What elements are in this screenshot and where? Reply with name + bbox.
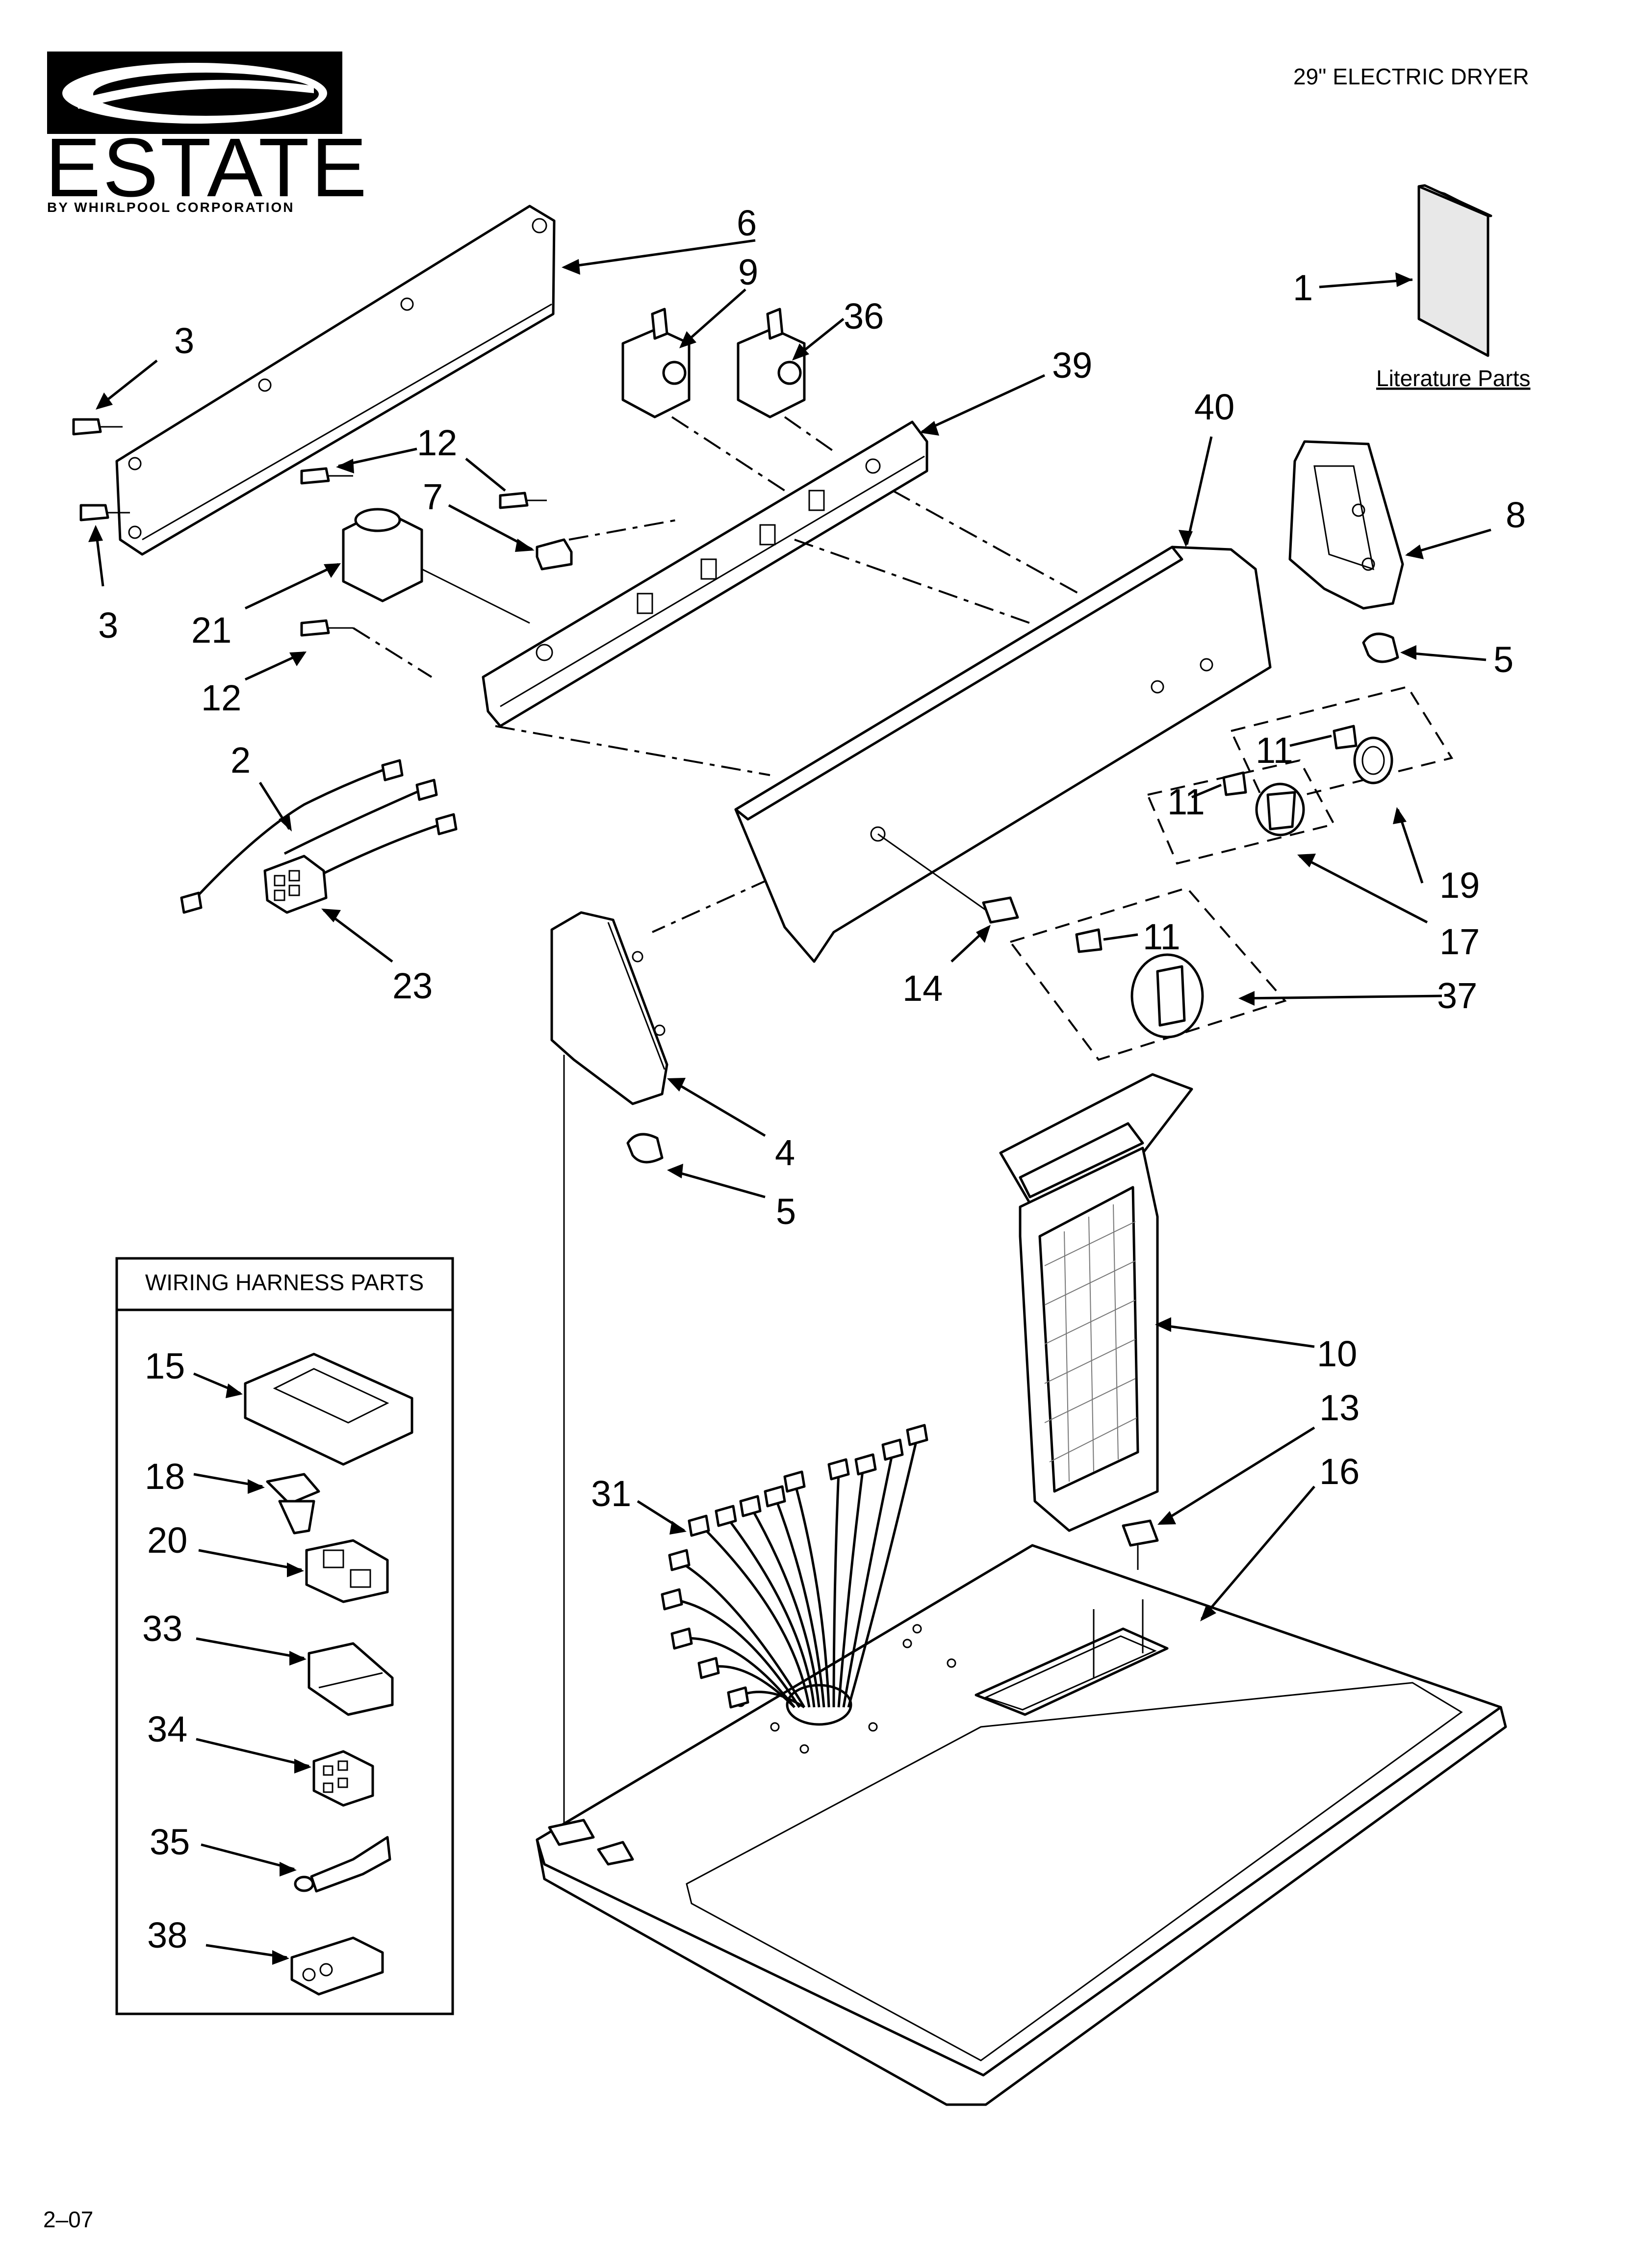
- callout-3-top: 3: [174, 320, 194, 361]
- callout-35: 35: [150, 1822, 190, 1862]
- knob-group-37: [1008, 886, 1287, 1061]
- model-title: 29" ELECTRIC DRYER: [1293, 64, 1529, 89]
- part-20-connector: [305, 1539, 389, 1603]
- callout-9: 9: [738, 252, 758, 292]
- arrowhead: [1395, 272, 1412, 287]
- callout-11-bottom: 11: [1143, 916, 1180, 957]
- callout-5-upper: 5: [1493, 639, 1514, 680]
- callout-17: 17: [1439, 921, 1480, 962]
- callout-19: 19: [1439, 865, 1480, 906]
- side-panel-4: [550, 911, 668, 1845]
- callout-6: 6: [737, 203, 757, 243]
- callout-12-top: 12: [417, 422, 457, 463]
- callout-15: 15: [145, 1346, 185, 1386]
- callout-33: 33: [142, 1608, 182, 1649]
- console-40: [734, 546, 1272, 963]
- callout-2: 2: [231, 740, 251, 781]
- callout-8: 8: [1506, 495, 1526, 535]
- callout-12-bottom: 12: [201, 678, 241, 718]
- lint-mesh: [1044, 1204, 1137, 1482]
- lint-screen-10: [999, 1073, 1193, 1532]
- timer-21: [342, 508, 530, 624]
- callout-7: 7: [423, 476, 443, 517]
- end-cap-8: [1288, 440, 1404, 610]
- callout-5-lower: 5: [776, 1191, 796, 1232]
- knob-group-19: [1230, 685, 1454, 806]
- screw-3-lower: [79, 504, 130, 521]
- callout-34: 34: [147, 1709, 187, 1749]
- callout-11-mid: 11: [1167, 782, 1205, 822]
- control-bracket-39: [482, 420, 928, 728]
- part-33-connector: [308, 1642, 394, 1716]
- literature-booklet: [1417, 184, 1492, 357]
- callout-16: 16: [1319, 1451, 1360, 1492]
- screw-12-c: [300, 619, 353, 637]
- clip-5-upper: [1362, 632, 1399, 663]
- switch-36: [737, 308, 806, 418]
- part-38-connector: [290, 1936, 384, 1996]
- leader-6: [564, 239, 756, 269]
- clip-7: [536, 538, 573, 571]
- callout-14: 14: [902, 968, 943, 1009]
- knob-group-17: [1146, 759, 1335, 865]
- callout-11-top: 11: [1256, 730, 1293, 771]
- switch-9: [621, 308, 691, 418]
- callout-10: 10: [1317, 1333, 1357, 1374]
- callout-36: 36: [844, 296, 884, 337]
- connector-23: [263, 855, 328, 914]
- callout-13: 13: [1319, 1387, 1360, 1428]
- clip-5-lower: [626, 1133, 664, 1164]
- brand-subtitle: BY WHIRLPOOL CORPORATION: [47, 200, 294, 215]
- callout-40: 40: [1194, 387, 1234, 427]
- callout-37: 37: [1437, 975, 1477, 1016]
- rear-panel: [115, 205, 556, 556]
- callout-4: 4: [775, 1132, 795, 1173]
- screw-14: [877, 833, 1019, 924]
- screw-12-a: [300, 467, 353, 485]
- part-35-terminal: [294, 1836, 391, 1893]
- callout-38: 38: [147, 1915, 187, 1955]
- screw-13: [1122, 1519, 1159, 1570]
- harness-2: [180, 759, 458, 914]
- callout-23: 23: [392, 965, 433, 1006]
- callout-31: 31: [591, 1473, 631, 1514]
- callout-3-bottom: 3: [98, 605, 118, 646]
- wire-bundle-31: [661, 1424, 928, 1709]
- callout-20: 20: [147, 1520, 187, 1561]
- callout-39: 39: [1052, 345, 1092, 386]
- callout-1: 1: [1293, 267, 1313, 308]
- top-panel-16: [536, 1544, 1507, 2106]
- part-18-clip: [266, 1473, 320, 1535]
- callout-21: 21: [191, 610, 231, 651]
- estate-logo: ESTATE BY WHIRLPOOL CORPORATION: [45, 52, 369, 215]
- screw-12-b: [499, 492, 547, 509]
- screw-3-upper: [72, 418, 123, 436]
- brand-name: ESTATE: [45, 121, 369, 214]
- part-15-connector-block: [244, 1353, 413, 1466]
- callout-18: 18: [145, 1456, 185, 1497]
- part-34-terminal-housing: [312, 1750, 374, 1807]
- literature-label: Literature Parts: [1376, 365, 1530, 391]
- page-code: 2–07: [43, 2207, 93, 2232]
- wiring-box-title: WIRING HARNESS PARTS: [145, 1270, 424, 1295]
